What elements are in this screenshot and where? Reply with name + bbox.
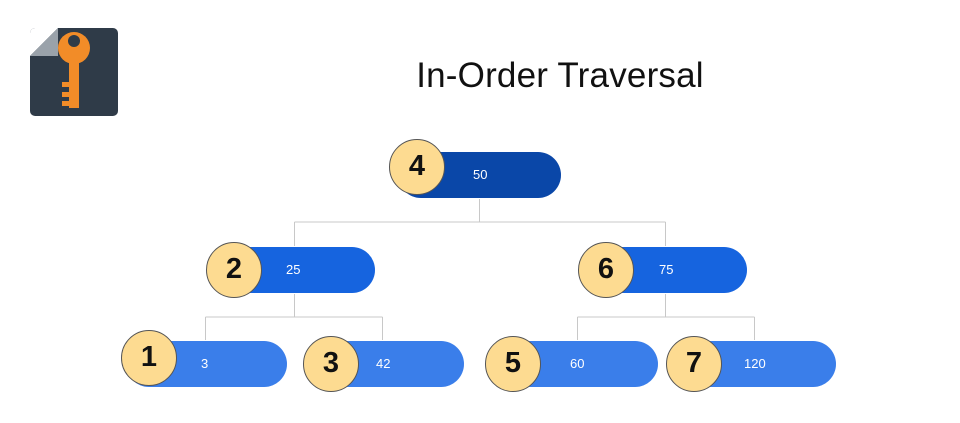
node-value: 60 (570, 356, 585, 371)
node-value: 50 (473, 167, 488, 182)
order-badge-60: 5 (485, 336, 541, 392)
node-value: 3 (201, 356, 209, 371)
order-badge-120: 7 (666, 336, 722, 392)
node-value: 120 (744, 356, 766, 371)
node-value: 25 (286, 262, 301, 277)
app-logo (30, 28, 118, 116)
order-badge-75: 6 (578, 242, 634, 298)
page-title: In-Order Traversal (416, 56, 704, 95)
edge-25-children (205, 294, 383, 340)
key-icon (30, 28, 90, 108)
order-badge-42: 3 (303, 336, 359, 392)
order-badge-3: 1 (121, 330, 177, 386)
edge-50-children (294, 199, 666, 246)
node-value: 75 (659, 262, 674, 277)
edge-75-children (577, 294, 755, 340)
node-value: 42 (376, 356, 391, 371)
order-badge-50: 4 (389, 139, 445, 195)
order-badge-25: 2 (206, 242, 262, 298)
